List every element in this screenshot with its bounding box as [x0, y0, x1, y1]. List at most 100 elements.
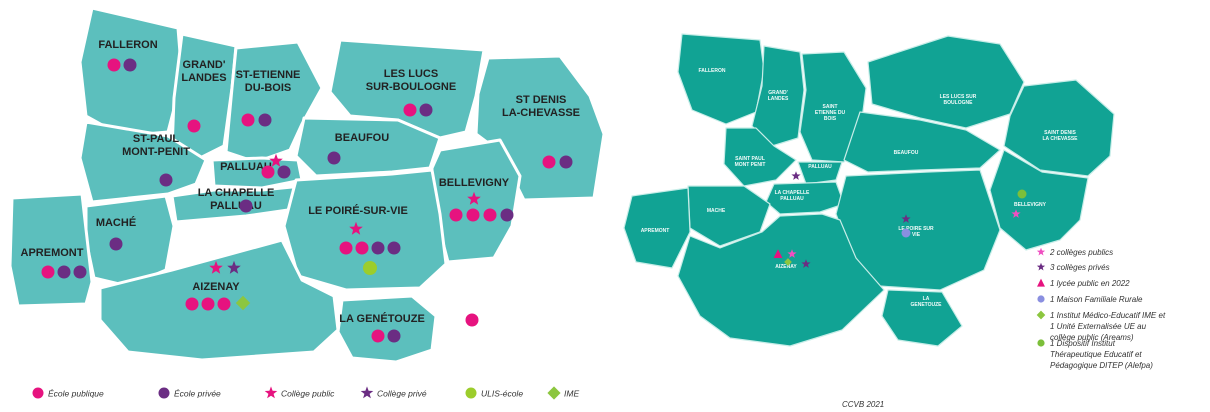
school-marker-public-dot	[41, 265, 55, 279]
legend2-star-icon	[1036, 262, 1046, 271]
facility-marker-star	[1011, 209, 1021, 218]
facility-marker-star	[787, 249, 797, 258]
legend2-star-icon	[1036, 247, 1046, 256]
commune2-label-palluau: PALLUAU	[808, 164, 832, 170]
region2-les-lucs	[867, 35, 1025, 129]
commune2-label-mache: MACHE	[707, 208, 726, 214]
region-le-poire	[282, 168, 448, 292]
school-marker-private-dot	[258, 113, 272, 127]
legend2-diamond-icon	[1036, 310, 1046, 320]
legend-label: École privée	[174, 389, 221, 399]
legend2-label: 3 collèges privés	[1050, 263, 1110, 272]
school-marker-public-dot	[339, 241, 353, 255]
region2-st-paul	[723, 127, 797, 187]
commune2-label-grand-landes: GRAND'LANDES	[768, 90, 789, 102]
region2-la-genetouze	[881, 289, 963, 347]
region2-beaufou	[843, 111, 1001, 173]
school-marker-public-dot	[542, 155, 556, 169]
legend-label: École publique	[48, 389, 104, 399]
legend-dot-icon	[158, 387, 170, 399]
commune-label-le-poire: LE POIRÉ-SUR-VIE	[308, 204, 408, 217]
facility-marker-dot	[901, 228, 911, 238]
commune2-label-bellevigny: BELLEVIGNY	[1014, 202, 1047, 208]
school-marker-private-dot	[123, 58, 137, 72]
facility-marker-star	[901, 214, 911, 223]
commune2-label-aizenay: AIZENAY	[775, 264, 797, 270]
facility-marker-star	[791, 171, 801, 180]
region2-bellevigny	[989, 149, 1089, 251]
legend-label: Collège public	[281, 389, 335, 399]
school-marker-private-dot	[500, 208, 514, 222]
legend2-label: 1 Maison Familiale Rurale	[1050, 295, 1143, 304]
legend-dot-icon	[465, 387, 477, 399]
region2-la-chapelle	[765, 181, 845, 215]
left-legend: École publique École privée Collège public…	[32, 386, 579, 400]
commune-label-la-genetouze: LA GENÉTOUZE	[339, 312, 425, 325]
school-marker-private-dot	[387, 329, 401, 343]
region2-aizenay	[677, 213, 885, 347]
school-marker-public-star	[209, 260, 223, 274]
school-marker-public-dot	[201, 297, 215, 311]
school-marker-private-dot	[371, 241, 385, 255]
school-marker-private-dot	[73, 265, 87, 279]
legend2-triangle-icon	[1037, 278, 1045, 287]
school-marker-private-star	[227, 260, 241, 274]
legend2-dot-icon	[1037, 295, 1045, 303]
school-marker-public-star	[269, 153, 283, 167]
facility-marker-dot	[1017, 189, 1027, 199]
school-marker-public-dot	[371, 329, 385, 343]
region2-apremont	[623, 187, 691, 269]
school-marker-private-dot	[159, 173, 173, 187]
region2-st-etienne	[799, 51, 867, 163]
school-marker-public-dot	[185, 297, 199, 311]
legend-label: ULIS-école	[481, 389, 523, 399]
commune-label-apremont: APREMONT	[21, 247, 84, 259]
school-marker-private-diamond	[235, 295, 251, 311]
school-marker-private-dot	[57, 265, 71, 279]
region2-falleron	[677, 33, 765, 125]
legend-dot-icon	[32, 387, 44, 399]
school-marker-public-star	[467, 191, 481, 205]
map-caption: CCVB 2021	[842, 400, 884, 409]
region2-palluau	[797, 161, 843, 185]
legend-label: Collège privé	[377, 389, 427, 399]
school-marker-private-dot	[239, 199, 253, 213]
commune-label-grand-landes: GRAND'LANDES	[181, 59, 226, 84]
school-marker-public-dot	[187, 119, 201, 133]
school-marker-private-dot	[327, 151, 341, 165]
commune2-label-beaufou: BEAUFOU	[894, 150, 919, 156]
legend2-label: 1 lycée public en 2022	[1050, 279, 1130, 288]
legend-star-icon	[264, 386, 278, 399]
school-marker-public-star	[349, 221, 363, 235]
commune-label-falleron: FALLERON	[98, 39, 157, 51]
facility-marker-star	[801, 259, 811, 268]
legend2-dot-icon	[1037, 339, 1045, 347]
school-marker-public-dot	[261, 165, 275, 179]
school-marker-private-dot	[277, 165, 291, 179]
legend-label: IME	[564, 389, 579, 399]
region-apremont	[8, 192, 94, 308]
commune-label-aizenay: AIZENAY	[192, 281, 240, 293]
school-marker-public-dot	[466, 208, 480, 222]
region-st-paul	[78, 120, 208, 204]
school-marker-private-dot	[387, 241, 401, 255]
school-marker-public-dot	[355, 241, 369, 255]
legend-star-icon	[360, 386, 374, 399]
region2-st-denis	[1003, 79, 1115, 177]
region-st-etienne	[224, 40, 324, 164]
school-marker-private-dot	[559, 155, 573, 169]
